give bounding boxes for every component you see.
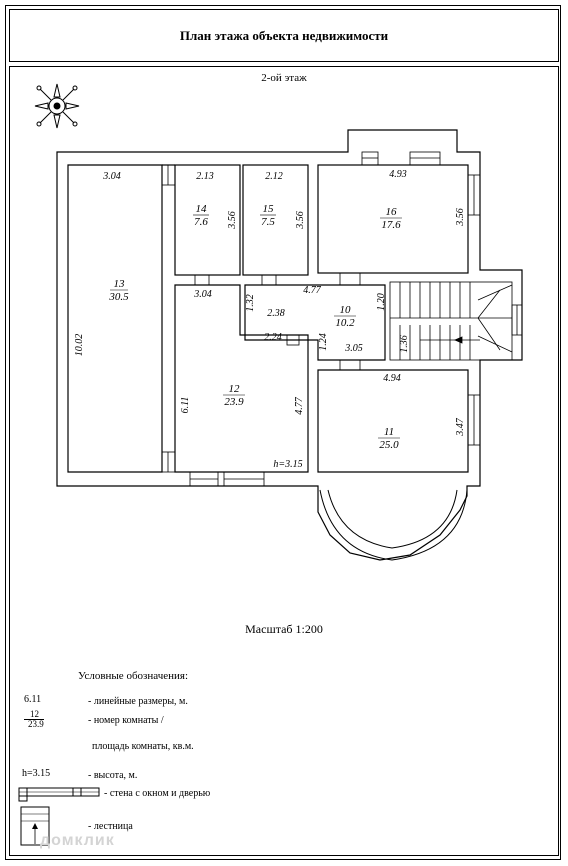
- windows: [161, 151, 523, 487]
- dim-10-h3: 1.20: [376, 293, 387, 311]
- bay-window: [319, 489, 468, 561]
- legend-wall-icon: [18, 787, 100, 802]
- dim-12-height2: 4.77: [294, 396, 305, 415]
- compass-icon: [34, 83, 80, 129]
- dim-13-height: 10.02: [74, 334, 85, 357]
- room-walls: [162, 164, 469, 473]
- page-title: План этажа объекта недвижимости: [9, 9, 559, 62]
- room-13-number: 13: [114, 278, 126, 290]
- legend-height-text: - высота, м.: [88, 770, 138, 781]
- legend-wall-text: - стена с окном и дверью: [104, 788, 211, 799]
- legend-room-num: 12: [30, 709, 39, 719]
- dimension-labels: 3.04 2.13 2.12 4.93 3.56 3.56 3.56 10.02…: [74, 169, 466, 470]
- dim-16-width: 4.93: [389, 169, 407, 180]
- dim-14-width: 2.13: [196, 171, 214, 182]
- plan-frame: [9, 66, 559, 856]
- room-10-number: 10: [340, 304, 352, 316]
- room-labels: 13 30.5 14 7.6 15 7.5 16 17.6 10 10.2 12…: [108, 203, 402, 451]
- dim-16-height: 3.56: [455, 208, 466, 227]
- dim-10-w2: 2.24: [264, 332, 282, 343]
- dim-10-top: 4.77: [303, 285, 322, 296]
- legend-room-divider: [24, 719, 44, 720]
- legend-dim-text: - линейные размеры, м.: [88, 696, 188, 707]
- dim-15-height: 3.56: [295, 211, 306, 230]
- dim-10-h4: 1.36: [399, 335, 410, 353]
- room-11-area: 25.0: [379, 439, 399, 451]
- dim-12-width: 3.04: [193, 289, 212, 300]
- dim-10-w1: 2.38: [267, 308, 285, 319]
- room-13-area: 30.5: [108, 291, 129, 303]
- dim-13-width: 3.04: [102, 171, 121, 182]
- dim-height: h=3.15: [273, 459, 302, 470]
- dim-11-height: 3.47: [455, 417, 466, 437]
- scale-label: Масштаб 1:200: [245, 622, 323, 636]
- title-text: План этажа объекта недвижимости: [179, 27, 389, 43]
- stairs: [389, 281, 513, 361]
- dim-12-height: 6.11: [180, 397, 191, 414]
- room-16-area: 17.6: [381, 219, 401, 231]
- legend-room-area: 23.9: [28, 719, 44, 729]
- dim-10-w3: 3.05: [344, 343, 363, 354]
- room-10-area: 10.2: [335, 317, 355, 329]
- legend-height-sample: h=3.15: [22, 768, 51, 779]
- legend-title: Условные обозначения:: [78, 670, 189, 682]
- room-12-number: 12: [229, 383, 241, 395]
- legend-stairs-text: - лестница: [88, 821, 133, 832]
- dim-10-h2: 1.24: [318, 333, 329, 351]
- room-14-area: 7.6: [194, 216, 208, 228]
- legend-room-text2: площадь комнаты, кв.м.: [92, 741, 194, 752]
- room-14-number: 14: [196, 203, 208, 215]
- legend-room-text: - номер комнаты /: [88, 715, 164, 726]
- floor-label: 2-ой этаж: [261, 72, 307, 84]
- legend-stairs-icon: [20, 806, 50, 846]
- room-11-number: 11: [384, 426, 394, 438]
- legend-dim-sample: 6.11: [24, 694, 42, 705]
- dim-14-height: 3.56: [227, 211, 238, 230]
- room-15-number: 15: [263, 203, 275, 215]
- dim-11-width: 4.94: [383, 373, 401, 384]
- outer-frame: [5, 5, 561, 860]
- watermark: домклик: [40, 832, 115, 849]
- room-15-area: 7.5: [261, 216, 275, 228]
- dim-10-h1: 1.32: [245, 294, 256, 312]
- room-12-area: 23.9: [224, 396, 244, 408]
- room-16-number: 16: [386, 206, 398, 218]
- dim-15-width: 2.12: [265, 171, 283, 182]
